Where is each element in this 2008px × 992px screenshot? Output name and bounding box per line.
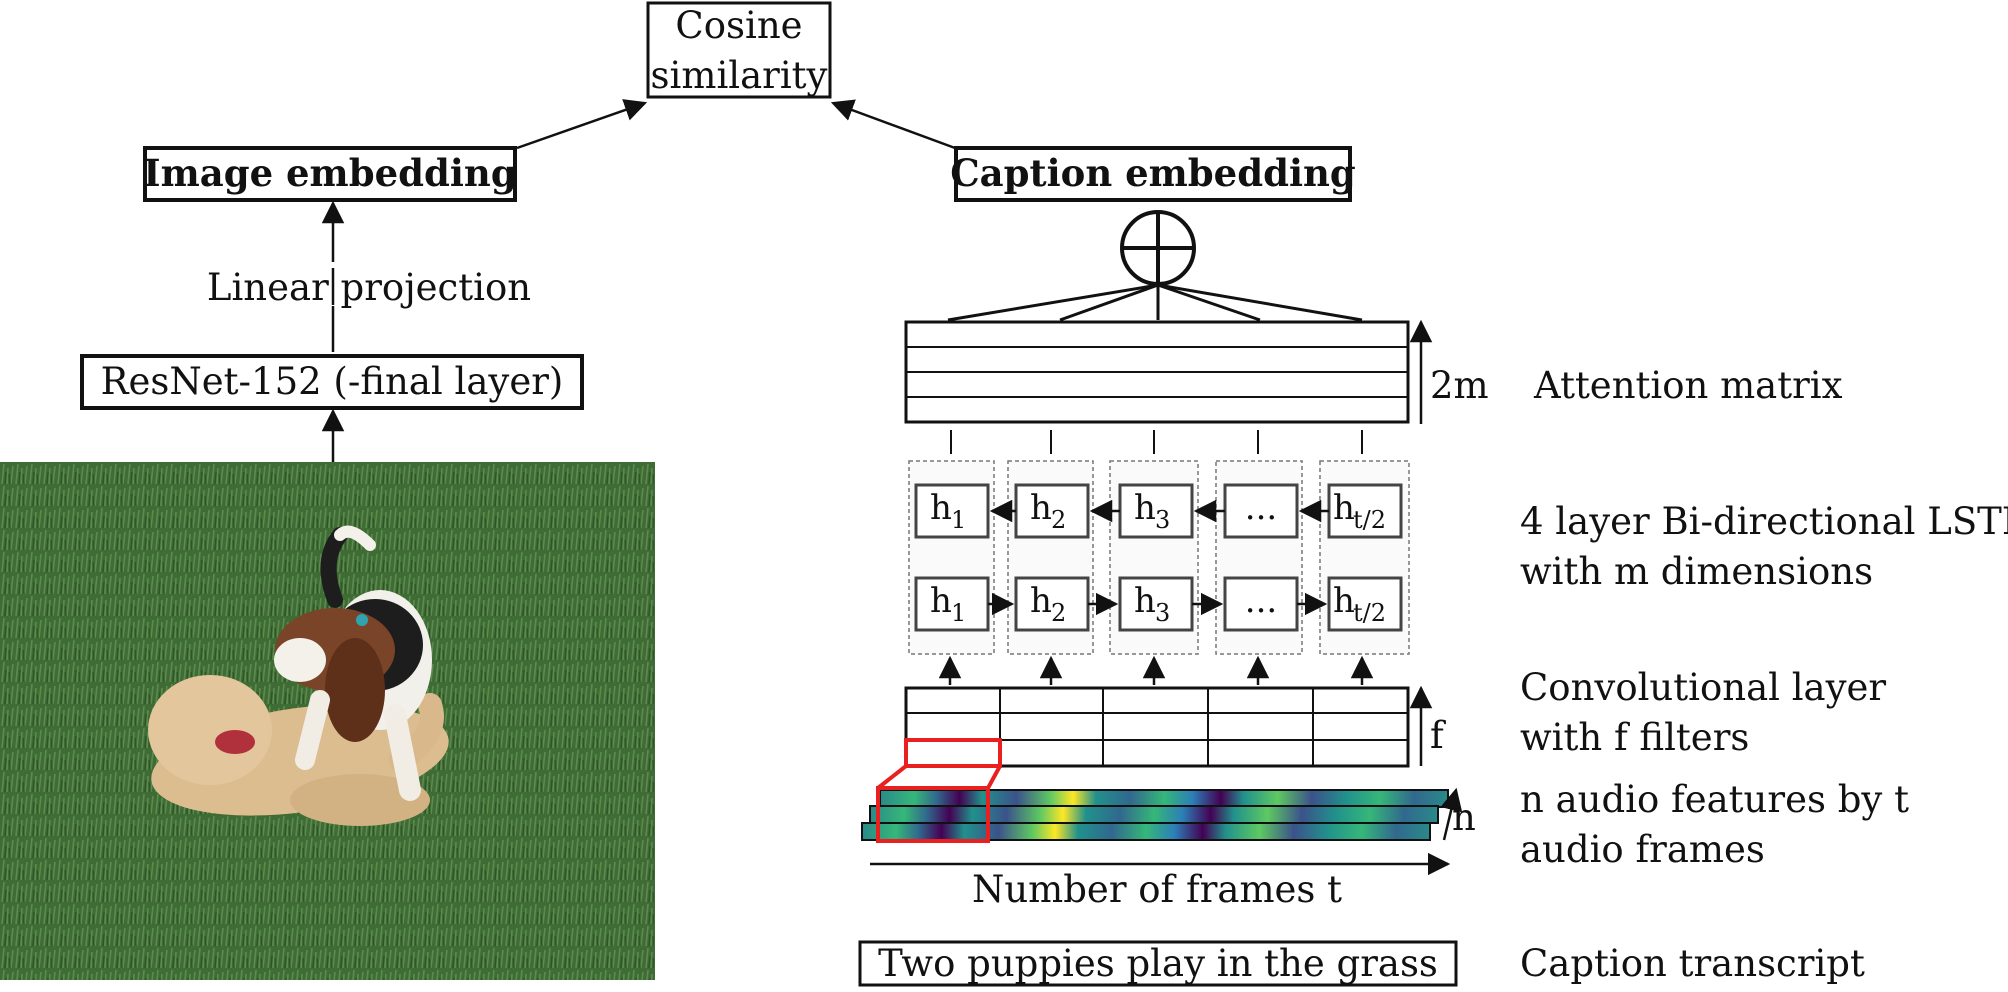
conv-label-line1: Convolutional layer bbox=[1520, 666, 1886, 709]
lstm-cell: ... bbox=[1223, 483, 1299, 539]
image-embedding-node: Image embedding bbox=[143, 146, 517, 202]
lstm-cell: h 3 bbox=[1118, 483, 1194, 539]
cosine-similarity-node: Cosine similarity bbox=[646, 1, 832, 99]
conv-to-lstm-arrows bbox=[938, 655, 1374, 685]
resnet-label: ResNet-152 (-final layer) bbox=[101, 360, 564, 403]
audio-dim-label: n bbox=[1452, 796, 1476, 839]
linear-projection-label: Linear projection bbox=[207, 266, 531, 309]
cosine-line1: Cosine bbox=[675, 4, 802, 47]
sum-operator-node bbox=[1120, 210, 1196, 286]
lstm-cell-base: ... bbox=[1245, 581, 1277, 621]
image-embedding-label: Image embedding bbox=[143, 151, 516, 195]
lstm-cell-base: h bbox=[1333, 488, 1355, 528]
lstm-cell: h 1 bbox=[914, 576, 990, 632]
lstm-cell-sub: 2 bbox=[1051, 599, 1066, 627]
attention-fan-lines bbox=[947, 283, 1363, 322]
audio-dim-arrow bbox=[1440, 787, 1463, 841]
convolutional-layer-grid bbox=[904, 686, 1410, 768]
lstm-cell: h 3 bbox=[1118, 576, 1194, 632]
receptive-field-highlight bbox=[876, 738, 1002, 843]
lstm-cell: h 2 bbox=[1014, 576, 1090, 632]
caption-transcript-text: Two puppies play in the grass bbox=[878, 942, 1438, 985]
conv-dim-label: f bbox=[1430, 714, 1446, 757]
lstm-label-line2: with m dimensions bbox=[1520, 550, 1873, 593]
lstm-cell-base: h bbox=[930, 581, 952, 621]
lstm-cell-sub: t/2 bbox=[1353, 506, 1386, 534]
audio-label-line2: audio frames bbox=[1520, 828, 1765, 871]
image-to-cosine-arrow bbox=[516, 99, 648, 150]
lstm-cell-base: h bbox=[930, 488, 952, 528]
lstm-cell-sub: 3 bbox=[1155, 599, 1170, 627]
lstm-cell-base: h bbox=[1134, 581, 1156, 621]
lstm-cell: h 2 bbox=[1014, 483, 1090, 539]
conv-label-line2: with f filters bbox=[1520, 716, 1749, 759]
attention-lstm-ticks bbox=[950, 430, 1363, 454]
lstm-cell: h t/2 bbox=[1327, 483, 1403, 539]
lstm-cell-base: ... bbox=[1245, 488, 1277, 528]
lstm-cell-base: h bbox=[1030, 581, 1052, 621]
lstm-cell-sub: 1 bbox=[951, 599, 966, 627]
cosine-line2: similarity bbox=[651, 54, 828, 97]
lstm-cell-base: h bbox=[1134, 488, 1156, 528]
caption-embedding-label: Caption embedding bbox=[950, 151, 1356, 195]
lstm-cell-sub: 3 bbox=[1155, 506, 1170, 534]
caption-transcript-label: Caption transcript bbox=[1520, 942, 1865, 985]
lstm-cell-sub: t/2 bbox=[1353, 599, 1386, 627]
lstm-label-line1: 4 layer Bi-directional LSTM bbox=[1520, 500, 2008, 543]
audio-feature-strips bbox=[861, 789, 1449, 841]
lstm-cell: ... bbox=[1223, 576, 1299, 632]
resnet-node: ResNet-152 (-final layer) bbox=[80, 354, 584, 410]
attention-matrix-label: Attention matrix bbox=[1533, 364, 1843, 407]
lstm-cell: h t/2 bbox=[1327, 576, 1403, 632]
lstm-cell-sub: 1 bbox=[951, 506, 966, 534]
lstm-cell-base: h bbox=[1333, 581, 1355, 621]
caption-to-cosine-arrow bbox=[830, 99, 956, 150]
projection-label-bg bbox=[224, 262, 514, 306]
attention-dim-label: 2m bbox=[1430, 364, 1489, 407]
frames-axis-label: Number of frames t bbox=[972, 868, 1342, 911]
attention-matrix bbox=[904, 320, 1410, 424]
audio-label-line1: n audio features by t bbox=[1520, 778, 1909, 821]
lstm-row-backward: h 1 h 2 h 3 ... h t/2 bbox=[914, 483, 1403, 539]
lstm-cell-base: h bbox=[1030, 488, 1052, 528]
lstm-cell-sub: 2 bbox=[1051, 506, 1066, 534]
caption-embedding-node: Caption embedding bbox=[950, 146, 1356, 202]
lstm-cell: h 1 bbox=[914, 483, 990, 539]
puppies-photo bbox=[0, 462, 655, 980]
caption-transcript-box: Two puppies play in the grass bbox=[858, 940, 1458, 987]
